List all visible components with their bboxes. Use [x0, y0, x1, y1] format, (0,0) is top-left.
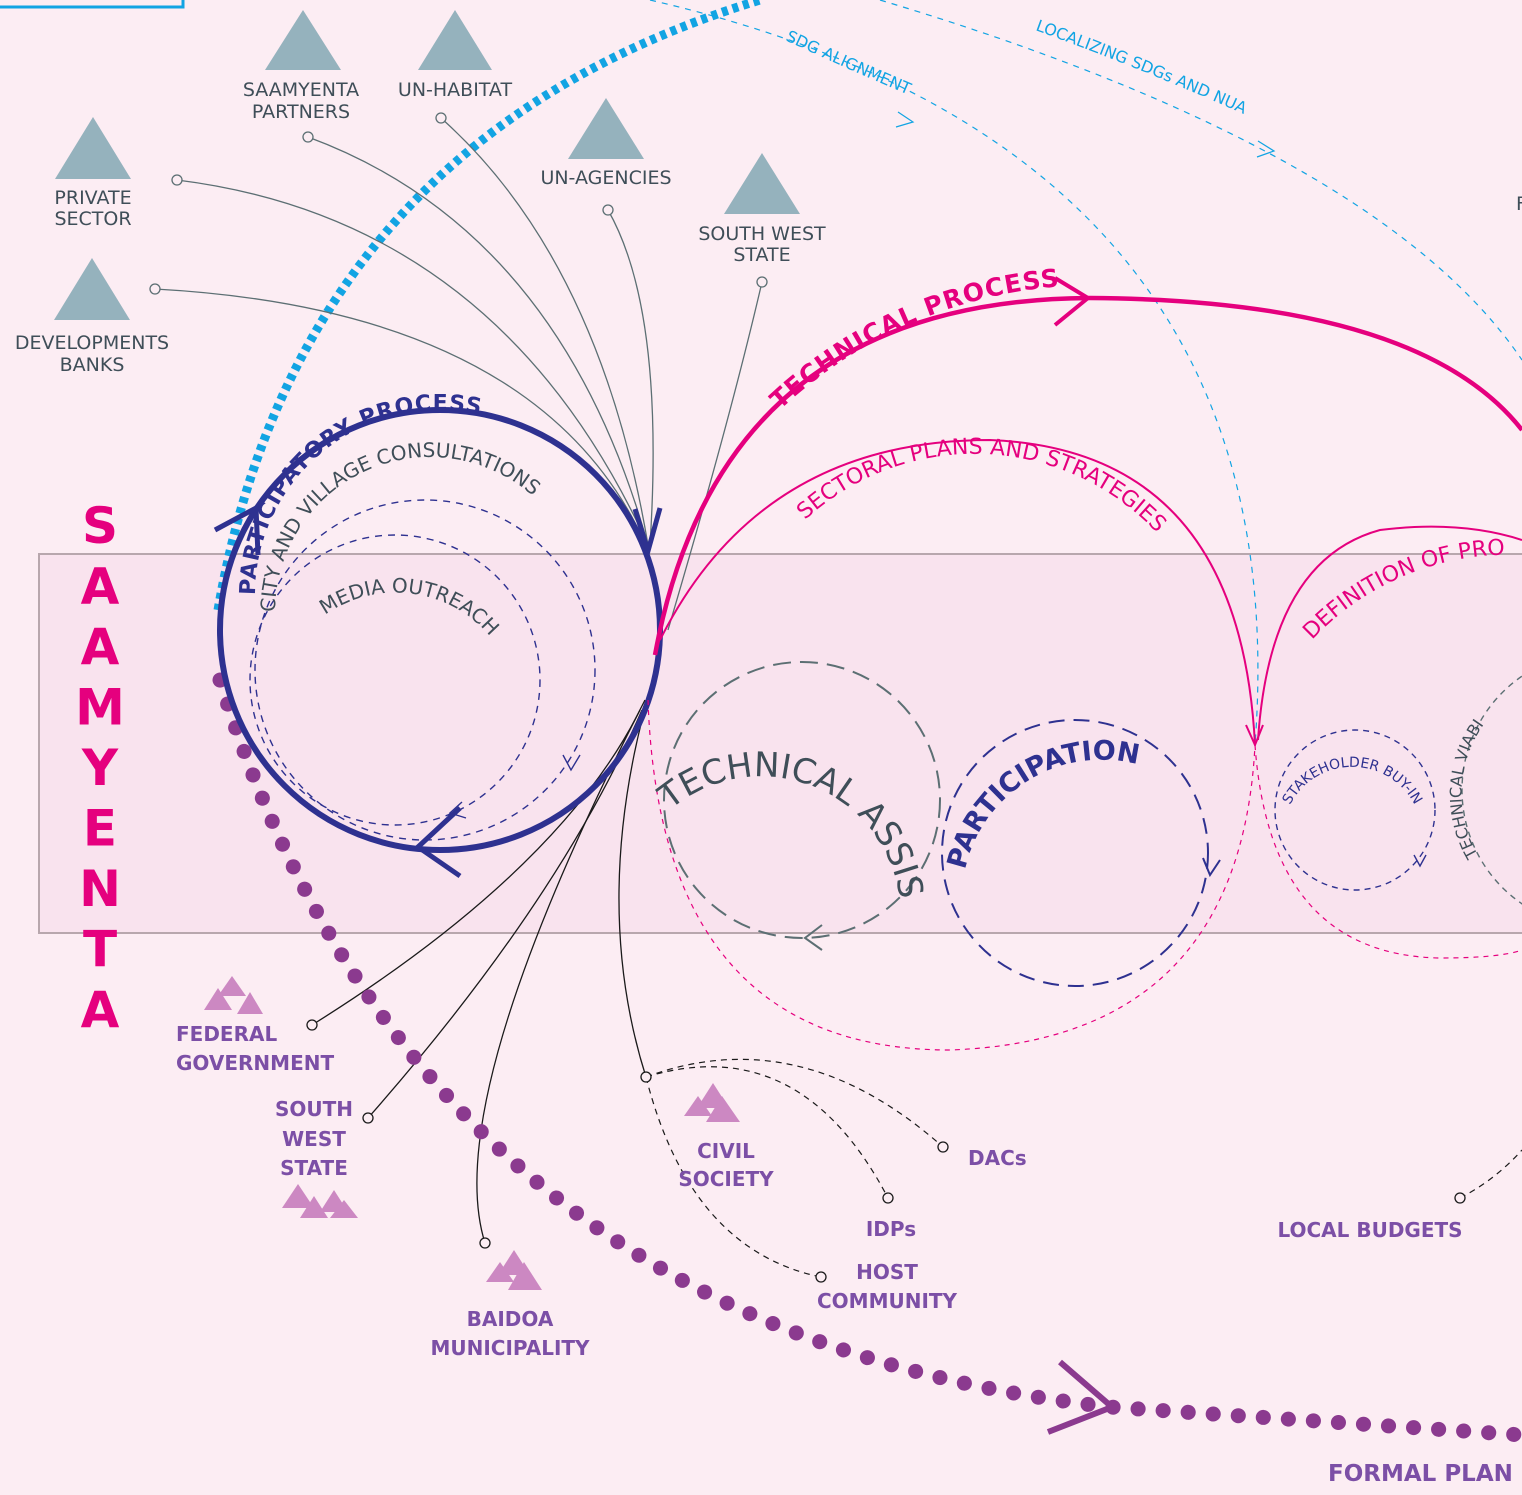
- formal-plan-path: [212, 672, 1522, 1443]
- localizing-sdgs-label: LOCALIZING SDGs AND NUA: [1034, 16, 1250, 118]
- triangle-icon: [418, 10, 492, 70]
- label-idps: IDPs: [866, 1217, 916, 1241]
- corner-box: [0, 0, 185, 9]
- technical-viability-circle: [1461, 675, 1522, 905]
- participatory-process-group: [213, 407, 663, 879]
- participation-arrowhead: [1202, 857, 1221, 878]
- mountain-icons: [204, 976, 740, 1290]
- label-local-budgets: LOCAL BUDGETS: [1277, 1218, 1462, 1242]
- international-nodes: [149, 112, 768, 295]
- title-letter: S: [82, 497, 118, 555]
- title-letter: N: [79, 860, 121, 918]
- label-un-habitat: UN-HABITAT: [398, 79, 513, 101]
- title-letter: T: [83, 921, 117, 979]
- label-un-agencies: UN-AGENCIES: [540, 167, 671, 189]
- international-lines: [154, 117, 763, 631]
- stakeholder-arrowhead: [1413, 854, 1427, 868]
- triangle-icons: [54, 10, 800, 320]
- mountains-icon: [282, 1184, 358, 1218]
- participation-circle: [941, 719, 1209, 987]
- mountains-icon: [486, 1250, 542, 1290]
- formal-plan-arrowhead: [1046, 1359, 1118, 1435]
- title-letter: A: [81, 618, 120, 676]
- edge-letter: F: [1516, 193, 1522, 215]
- formal-plan-label: FORMAL PLAN: [1328, 1461, 1513, 1487]
- triangle-icon: [54, 258, 130, 320]
- sdg-alignment-label: SDG ALIGNMENT: [783, 26, 914, 98]
- sdg-alignment-line: [649, 0, 1259, 746]
- title-letter: A: [81, 981, 120, 1039]
- triangle-icon: [55, 117, 131, 179]
- title-letter: M: [75, 679, 125, 737]
- mountains-icon: [684, 1083, 740, 1122]
- sdg-arrowhead: [895, 111, 915, 128]
- title-letter: E: [83, 800, 117, 858]
- technical-assistance-circle: [663, 661, 941, 939]
- saamyenta-title: SAAMYENTA: [75, 497, 125, 1039]
- central-band: [38, 553, 1522, 934]
- triangle-icon: [265, 10, 341, 70]
- localizing-sdgs-line: [879, 0, 1522, 361]
- technical-assistance-arrowhead: [803, 924, 823, 951]
- triangle-icon: [568, 98, 644, 159]
- local-nodes: [306, 1019, 1466, 1283]
- cyan-dotted-arc: [213, 0, 762, 611]
- title-letter: Y: [81, 739, 119, 797]
- triangle-icon: [724, 153, 800, 214]
- technical-process-group: [647, 276, 1522, 1051]
- title-letter: A: [81, 558, 120, 616]
- civil-society-branches: [645, 1058, 1522, 1278]
- localizing-arrowhead: [1256, 140, 1276, 158]
- sectoral-plans-label: SECTORAL PLANS AND STRATEGIES: [792, 435, 1170, 538]
- mountains-icon: [204, 976, 263, 1014]
- stakeholder-circle: [1274, 729, 1436, 891]
- label-dacs: DACs: [968, 1146, 1027, 1170]
- technical-process-label: TECHNICAL PROCESS: [764, 263, 1060, 414]
